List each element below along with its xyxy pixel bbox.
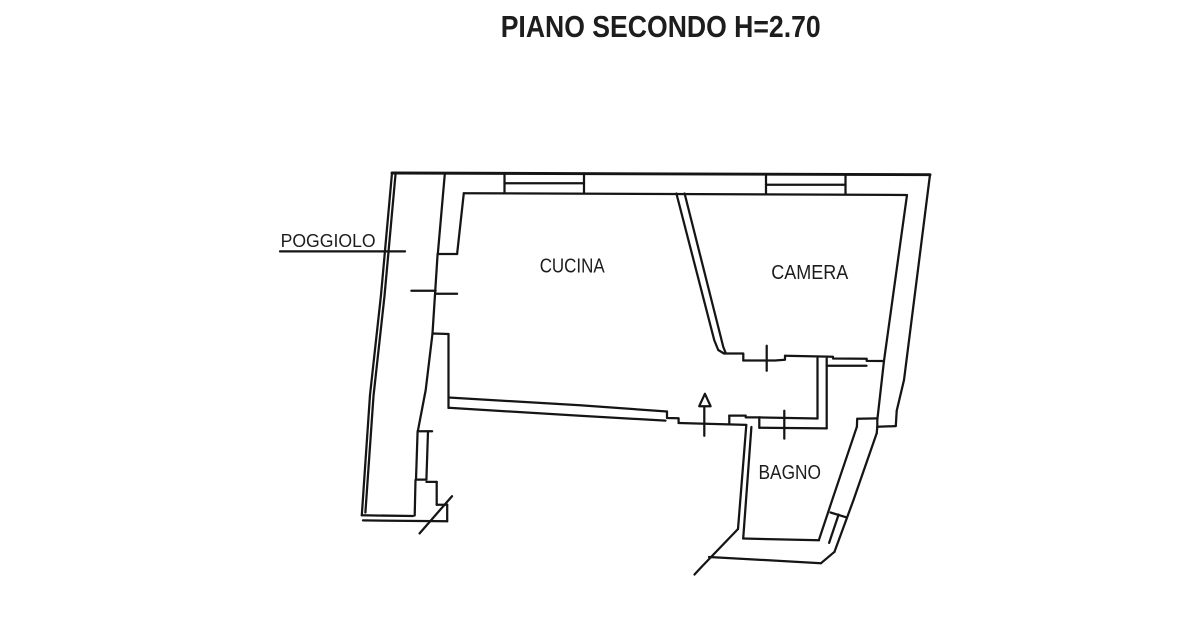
svg-text:BAGNO: BAGNO [759, 462, 822, 484]
svg-text:CUCINA: CUCINA [540, 254, 605, 277]
svg-text:PIANO SECONDO H=2.70: PIANO SECONDO H=2.70 [501, 10, 821, 44]
svg-text:CAMERA: CAMERA [771, 262, 849, 284]
svg-text:POGGIOLO: POGGIOLO [281, 230, 376, 251]
